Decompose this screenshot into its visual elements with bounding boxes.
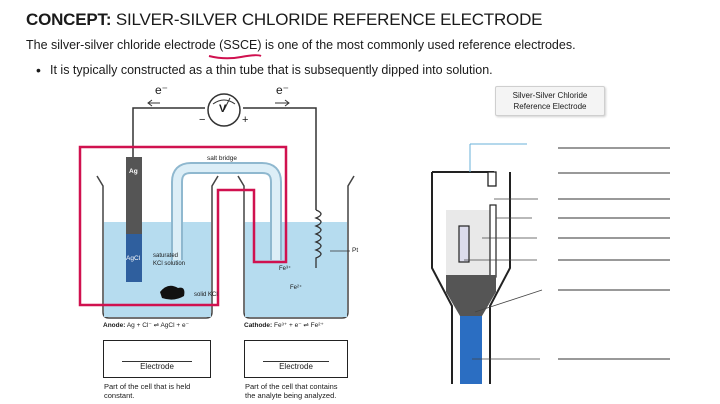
right-electrode-answer-box[interactable]: Electrode <box>244 340 348 378</box>
right-beaker <box>237 175 355 319</box>
answer-blank-line <box>122 361 192 362</box>
right-electrode-note: Part of the cell that contains the analy… <box>245 382 338 400</box>
electron-label-right: e⁻ <box>276 83 290 97</box>
plus-terminal-label: + <box>242 114 249 126</box>
inner-tube <box>489 204 497 278</box>
legend-line-1: Silver-Silver Chloride <box>512 91 588 100</box>
agcl-paste <box>446 275 496 316</box>
ssce-underline-annotation <box>208 54 262 60</box>
electron-arrow-left <box>147 99 160 107</box>
intro-text-after: is one of the most commonly used referen… <box>261 38 576 52</box>
voltmeter-label: V <box>219 103 227 115</box>
solid-kcl-label: solid KCl <box>194 292 218 298</box>
intro-text-before: The silver-silver chloride electrode <box>26 38 220 52</box>
left-electrode-label: Electrode <box>140 362 174 371</box>
silver-wire <box>458 225 470 263</box>
salt-bridge-label: salt bridge <box>207 155 237 162</box>
electrode-outer-wall-left <box>431 172 453 384</box>
left-electrode-note: Part of the cell that is held constant. <box>104 382 191 400</box>
electron-label-left: e⁻ <box>155 83 169 97</box>
answer-blank-line <box>263 361 329 362</box>
right-electrode-label: Electrode <box>279 362 313 371</box>
right-solution <box>245 222 347 317</box>
bullet-text: It is typically constructed as a thin tu… <box>50 63 493 77</box>
reference-electrode-legend: Silver-Silver Chloride Reference Electro… <box>495 86 605 116</box>
intro-sentence: The silver-silver chloride electrode (SS… <box>26 38 576 52</box>
fe3-label: Fe³⁺ <box>279 266 292 272</box>
agcl-coating <box>126 234 142 282</box>
page-title: CONCEPT: SILVER-SILVER CHLORIDE REFERENC… <box>26 10 542 30</box>
red-highlight-outline <box>78 145 288 307</box>
pointer-line-6 <box>474 289 543 313</box>
legend-line-2: Reference Electrode <box>513 102 587 111</box>
concept-title-text: SILVER-SILVER CHLORIDE REFERENCE ELECTRO… <box>115 10 543 29</box>
solid-kcl-crystals <box>160 285 185 300</box>
cathode-reaction-text: Cathode: Fe³⁺ + e⁻ ⇌ Fe²⁺ <box>244 322 324 329</box>
left-wire <box>132 107 205 158</box>
left-electrode-answer-box[interactable]: Electrode <box>103 340 211 378</box>
pt-label: Pt <box>352 247 359 254</box>
fe2-label: Fe²⁺ <box>290 285 303 291</box>
agcl-label: AgCl <box>126 255 141 262</box>
right-wire <box>243 107 317 210</box>
minus-terminal-label: − <box>199 114 206 126</box>
fill-port <box>487 171 497 187</box>
kcl-fill-region <box>446 210 496 275</box>
porous-frit-tip <box>460 316 482 384</box>
ag-label: Ag <box>129 168 138 175</box>
silver-electrode <box>126 157 142 234</box>
bullet-icon: • <box>36 62 41 78</box>
concept-prefix: CONCEPT: <box>26 10 112 29</box>
anode-reaction-text: Anode: Ag + Cl⁻ ⇌ AgCl + e⁻ <box>103 322 190 329</box>
electrode-outer-wall-right <box>489 172 511 384</box>
left-solution <box>104 222 211 317</box>
intro-abbreviation: (SSCE) <box>219 38 262 52</box>
left-beaker <box>96 175 219 319</box>
kcl-solution-label: saturated KCl solution <box>153 253 186 267</box>
platinum-coil <box>314 209 322 268</box>
electron-arrow-right <box>275 99 290 107</box>
